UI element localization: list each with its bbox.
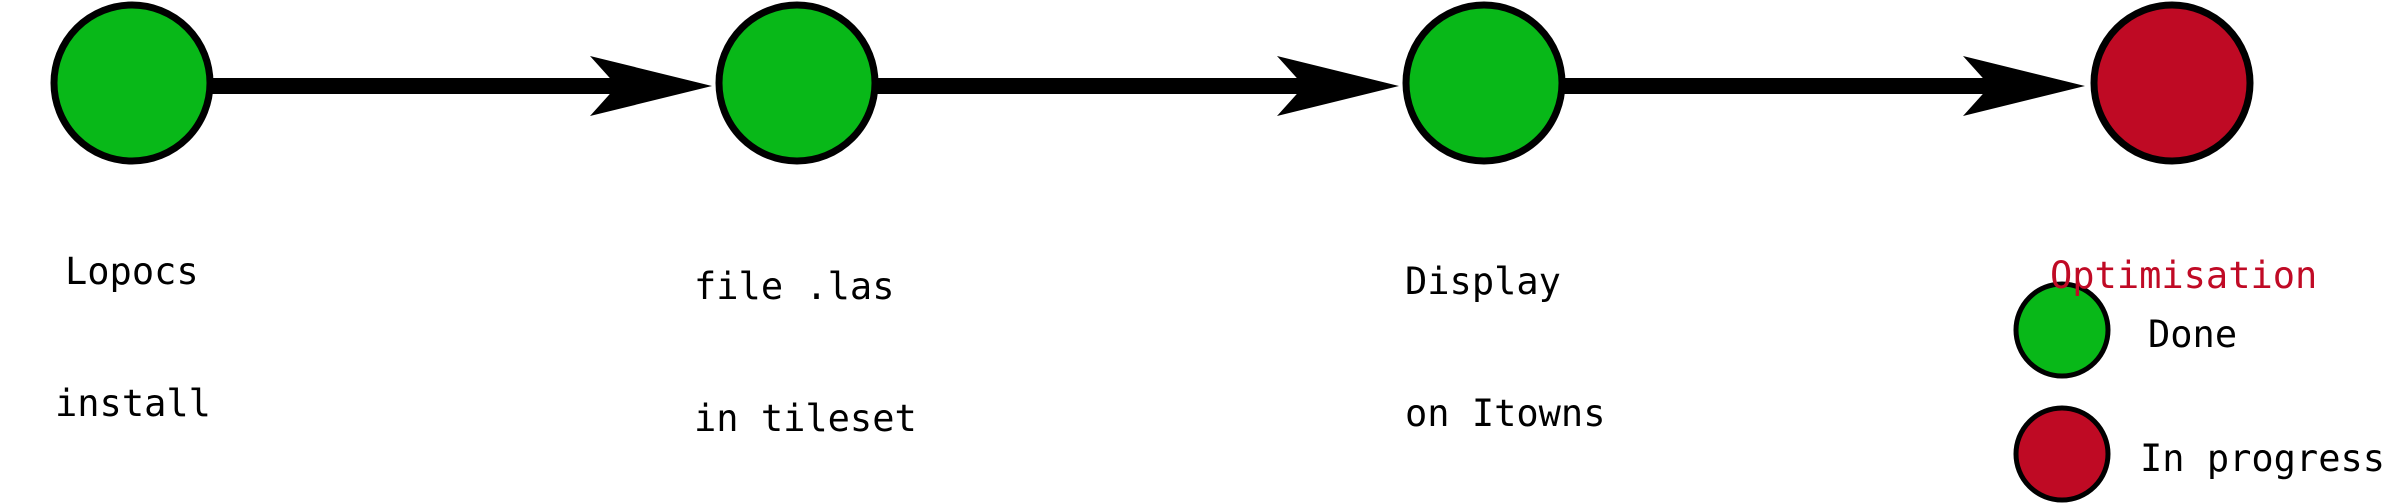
step-label-optimisation: Optimisation <box>2050 166 2317 342</box>
arrow-2 <box>872 56 1399 116</box>
step-label-display-on-itowns: Display on Itowns <box>1405 172 1605 480</box>
arrow-1 <box>210 56 712 116</box>
legend-done-label: Done <box>2148 313 2238 356</box>
legend-done-marker <box>2013 281 2111 379</box>
step-label-line: Display <box>1405 260 1561 303</box>
step-node-optimisation <box>2090 1 2254 165</box>
step-node-file-las-in-tileset <box>715 1 879 165</box>
legend-in-progress-label: In progress <box>2140 437 2386 480</box>
step-label-lopocs-install: Lopocs install <box>55 162 211 470</box>
step-label-file-las-in-tileset: file .las in tileset <box>694 177 917 485</box>
step-label-line: file .las <box>694 265 895 308</box>
step-label-line: in tileset <box>694 397 917 440</box>
step-node-lopocs-install <box>50 1 214 165</box>
step-label-line: on Itowns <box>1405 392 1606 435</box>
step-label-line: install <box>55 382 211 425</box>
step-label-line: Optimisation <box>2050 254 2318 297</box>
step-node-display-on-itowns <box>1402 1 1566 165</box>
step-label-line: Lopocs <box>65 250 199 293</box>
arrow-3 <box>1560 56 2085 116</box>
legend-in-progress-marker <box>2013 405 2111 503</box>
